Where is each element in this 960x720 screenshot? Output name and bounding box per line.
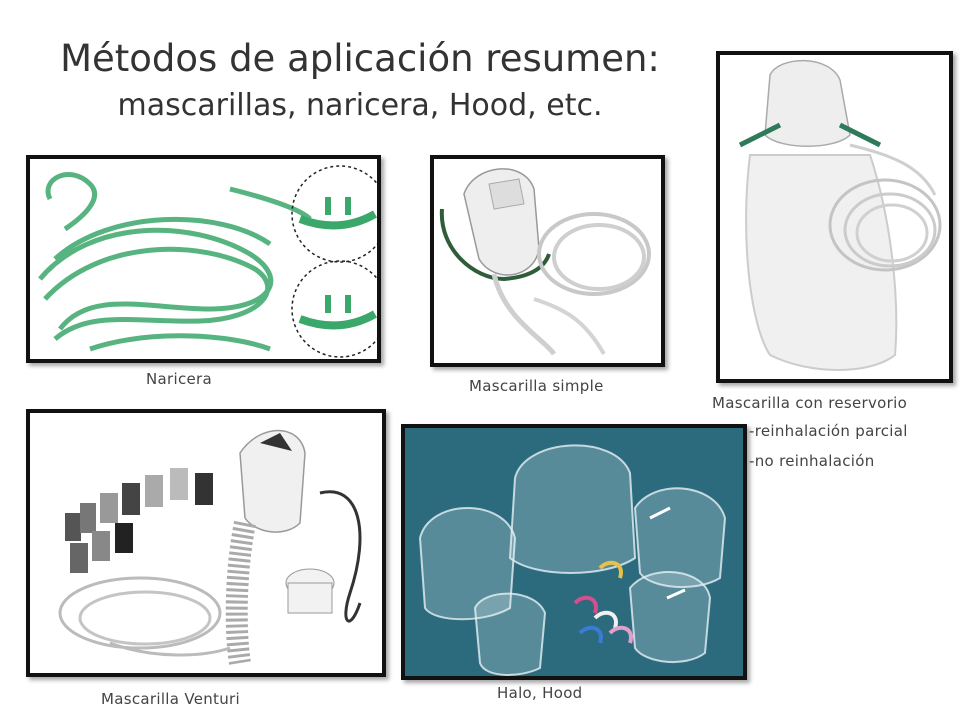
- oxygen-hood-caption: Halo, Hood: [497, 684, 583, 702]
- reservoir-mask-icon: [720, 55, 949, 379]
- nasal-cannula-caption: Naricera: [146, 370, 212, 388]
- slide-title: Métodos de aplicación resumen:: [60, 37, 660, 80]
- oxygen-hood-icon: [405, 428, 743, 676]
- nasal-cannula-image: [26, 155, 381, 363]
- reservoir-mask-caption: Mascarilla con reservorio: [712, 394, 908, 412]
- reservoir-mask-image: [716, 51, 953, 383]
- simple-mask-image: [430, 155, 665, 367]
- simple-mask-icon: [434, 159, 661, 363]
- venturi-mask-caption: Mascarilla Venturi: [101, 690, 240, 708]
- venturi-mask-icon: [30, 413, 382, 673]
- slide-subtitle: mascarillas, naricera, Hood, etc.: [117, 87, 603, 123]
- oxygen-hood-image: [401, 424, 747, 680]
- simple-mask-caption: Mascarilla simple: [469, 377, 604, 395]
- reservoir-note-partial: -reinhalación parcial: [749, 422, 908, 440]
- venturi-mask-image: [26, 409, 386, 677]
- slide-title-block: Métodos de aplicación resumen: mascarill…: [30, 37, 690, 123]
- nasal-cannula-icon: [30, 159, 377, 359]
- reservoir-note-nonrebreather: -no reinhalación: [749, 452, 875, 470]
